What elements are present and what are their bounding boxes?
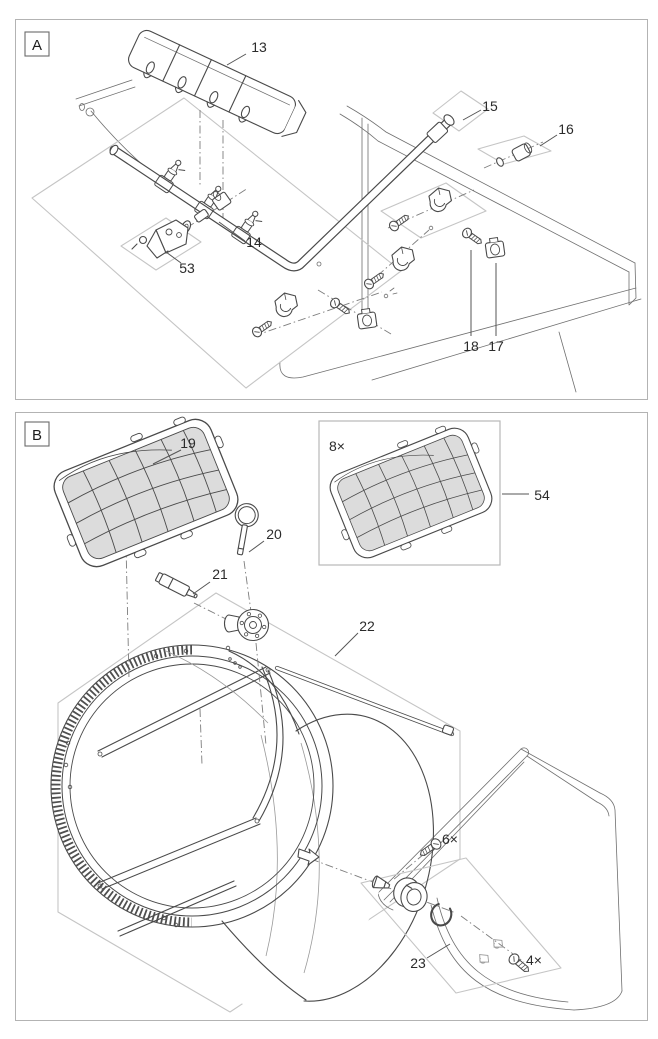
callout-8x: 8× xyxy=(329,438,345,454)
panel-b-letter: B xyxy=(32,427,42,444)
callout-19: 19 xyxy=(180,435,196,451)
callout-23: 23 xyxy=(410,955,426,971)
panel-a-exploded-sprayline: 13 15 16 14 53 18 17 A xyxy=(15,19,648,400)
drum-gear-teeth xyxy=(51,645,193,927)
part-16-fitting xyxy=(496,142,533,167)
screw xyxy=(328,295,353,318)
callout-16: 16 xyxy=(558,121,574,137)
spray-bar-pipe xyxy=(109,114,455,272)
ghost-clips-4x xyxy=(479,939,504,964)
pipe-clamp-block-17 xyxy=(484,236,506,259)
part-20-ring-pin xyxy=(234,503,259,556)
callout-54: 54 xyxy=(534,487,550,503)
callout-18: 18 xyxy=(463,338,479,354)
panel-a-letter-box: A xyxy=(24,31,50,57)
tank-outline xyxy=(377,747,623,1011)
pipe-clip xyxy=(272,290,300,319)
part-54-box xyxy=(318,420,501,566)
part-54-screen xyxy=(317,415,504,570)
panel-a-letter: A xyxy=(32,37,42,54)
screw xyxy=(362,269,387,292)
part-21-pin xyxy=(155,572,198,599)
pipe-clamp-block xyxy=(356,307,378,330)
screw-18 xyxy=(460,225,485,248)
panel-a-drawing: 13 15 16 14 53 18 17 A xyxy=(24,29,642,393)
callout-13: 13 xyxy=(251,39,267,55)
part-23-bearing xyxy=(371,875,453,927)
part-53-bracket xyxy=(131,219,189,259)
part-19-screen xyxy=(40,413,252,581)
callout-53: 53 xyxy=(179,260,195,276)
callout-14: 14 xyxy=(246,234,262,250)
leader-lines xyxy=(152,449,529,959)
callout-22: 22 xyxy=(359,618,375,634)
pipe-clip xyxy=(389,244,417,273)
callout-21: 21 xyxy=(212,566,228,582)
highlight-box-bearing xyxy=(360,857,562,994)
panel-b-letter-box: B xyxy=(24,421,50,447)
callout-6x: 6× xyxy=(442,831,458,847)
part-22-drum xyxy=(50,644,455,1007)
leader-lines xyxy=(165,53,558,336)
panel-b-drawing: 19 8× 54 20 21 22 6× 23 4× B xyxy=(24,413,623,1013)
drum-rivet-holes xyxy=(63,645,271,928)
callout-20: 20 xyxy=(266,526,282,542)
callout-15: 15 xyxy=(482,98,498,114)
callout-17: 17 xyxy=(488,338,504,354)
part-13-cover xyxy=(128,29,307,138)
direction-arrow-marker xyxy=(297,848,320,866)
screw xyxy=(250,317,275,340)
highlight-boxes xyxy=(31,90,552,389)
drum-hub xyxy=(223,608,270,642)
panel-b-exploded-drum: 19 8× 54 20 21 22 6× 23 4× B xyxy=(15,412,648,1021)
callout-4x: 4× xyxy=(526,952,542,968)
